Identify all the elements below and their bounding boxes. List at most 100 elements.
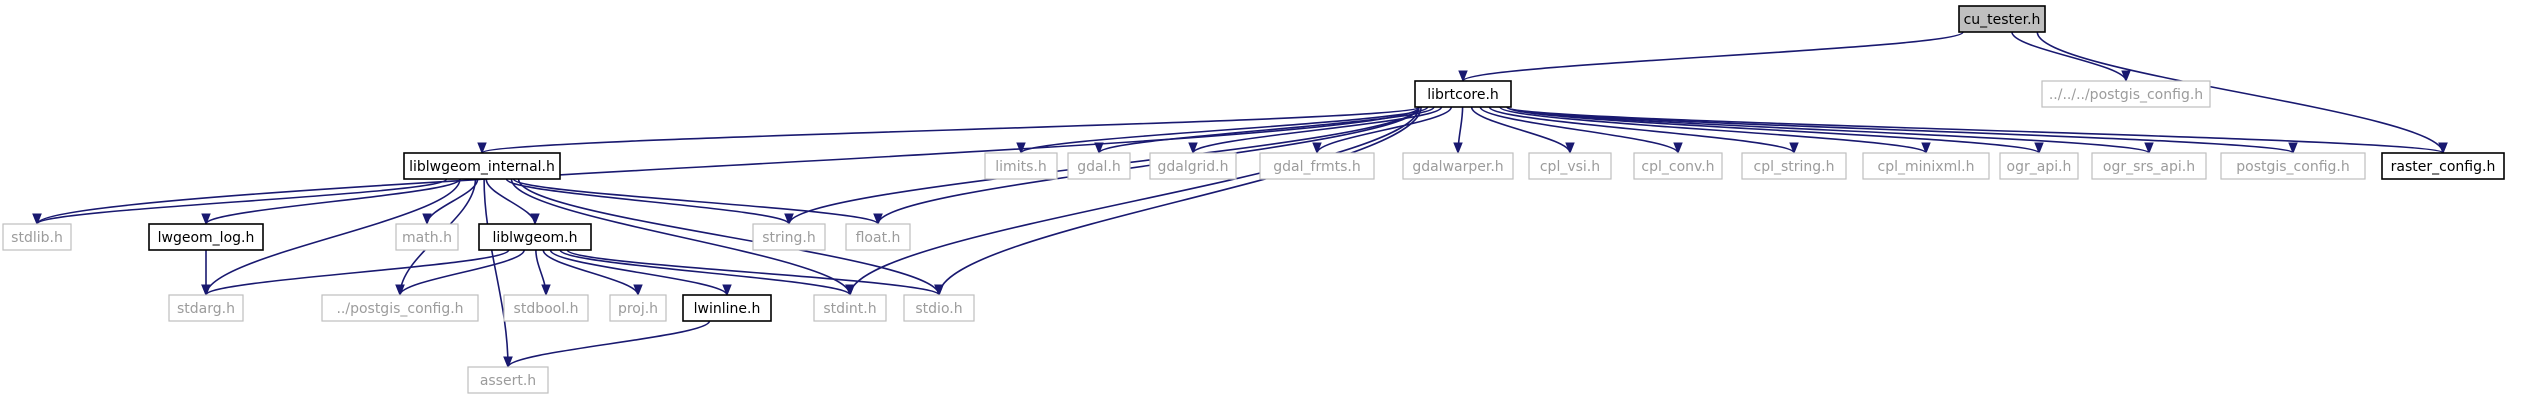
node-label: lwgeom_log.h bbox=[158, 230, 255, 246]
edge-line bbox=[1488, 106, 1795, 154]
edge-librtcore-to-gdal bbox=[1094, 106, 1435, 155]
edge-librtcore-to-gdalwarper bbox=[1453, 106, 1464, 155]
edge-arrowhead bbox=[201, 213, 211, 226]
edge-arrowhead bbox=[1453, 142, 1463, 155]
node-box bbox=[478, 223, 592, 251]
edge-librtcore-to-cpl_conv bbox=[1479, 106, 1683, 155]
edge-librtcore-to-liblwgeom_internal bbox=[477, 106, 1420, 155]
node-raster-config[interactable]: raster_config.h bbox=[2381, 152, 2505, 180]
node-lwgeom-log[interactable]: lwgeom_log.h bbox=[148, 223, 264, 251]
edge-liblwgeom-to-stdarg bbox=[201, 249, 510, 297]
node-stdarg: stdarg.h bbox=[168, 294, 244, 322]
node-label: librtcore.h bbox=[1427, 87, 1499, 103]
edge-arrowhead bbox=[1673, 142, 1683, 155]
edge-arrowhead bbox=[1921, 142, 1931, 155]
node-ogr-srs-api: ogr_srs_api.h bbox=[2091, 152, 2207, 180]
node-label: lwinline.h bbox=[694, 301, 761, 317]
node-label: gdalwarper.h bbox=[1412, 159, 1503, 175]
edge-line bbox=[2036, 31, 2444, 154]
edge-librtcore-to-ogr_srs_api bbox=[1506, 106, 2154, 155]
edge-liblwgeom_internal-to-assert bbox=[483, 178, 513, 369]
node-lwinline[interactable]: lwinline.h bbox=[682, 294, 772, 322]
node-limits: limits.h bbox=[984, 152, 1058, 180]
node-cpl-vsi: cpl_vsi.h bbox=[1528, 152, 1612, 180]
node-postgis-config: postgis_config.h bbox=[2220, 152, 2366, 180]
edge-arrowhead bbox=[201, 284, 211, 297]
edge-arrowhead bbox=[1789, 142, 1799, 155]
node-liblwgeom-internal[interactable]: liblwgeom_internal.h bbox=[403, 152, 561, 180]
node-label: assert.h bbox=[480, 373, 536, 389]
node-box bbox=[1999, 152, 2079, 180]
node-box bbox=[403, 152, 561, 180]
edge-arrowhead bbox=[2144, 142, 2154, 155]
edge-lwinline-to-assert bbox=[503, 320, 711, 369]
edge-librtcore-to-cpl_minixml bbox=[1499, 106, 1931, 155]
node-cu-tester[interactable]: cu_tester.h bbox=[1958, 5, 2046, 33]
edge-line bbox=[1462, 31, 1964, 82]
edge-liblwgeom-to-stdbool bbox=[535, 249, 551, 297]
edge-line bbox=[399, 249, 525, 296]
node-math: math.h bbox=[395, 223, 459, 251]
node-label: liblwgeom.h bbox=[492, 230, 577, 246]
node-box bbox=[682, 294, 772, 322]
edge-line bbox=[1506, 106, 2444, 154]
node-gdalgrid: gdalgrid.h bbox=[1149, 152, 1237, 180]
node-gdal-frmts: gdal_frmts.h bbox=[1259, 152, 1375, 180]
node-stdlib: stdlib.h bbox=[2, 223, 72, 251]
node-stdint: stdint.h bbox=[813, 294, 887, 322]
node-label: ogr_api.h bbox=[2007, 159, 2072, 175]
edge-line bbox=[517, 178, 940, 296]
edge-line bbox=[938, 106, 1422, 296]
node-box bbox=[1149, 152, 1237, 180]
edge-arrowhead bbox=[784, 213, 794, 226]
node-box bbox=[1414, 80, 1512, 108]
edge-line bbox=[1098, 106, 1435, 154]
edge-cu_tester-to-postgis_config_rel bbox=[2011, 31, 2131, 83]
node-label: ogr_srs_api.h bbox=[2103, 159, 2195, 175]
edge-arrowhead bbox=[1016, 142, 1026, 155]
node-label: cpl_minixml.h bbox=[1878, 159, 1975, 175]
node-string: string.h bbox=[752, 223, 826, 251]
node-label: string.h bbox=[762, 230, 816, 246]
node-box bbox=[503, 294, 589, 322]
node-label: gdalgrid.h bbox=[1158, 159, 1229, 175]
node-proj: proj.h bbox=[609, 294, 667, 322]
node-box bbox=[1402, 152, 1514, 180]
node-box bbox=[2041, 80, 2211, 108]
node-box bbox=[1528, 152, 1612, 180]
edge-arrowhead bbox=[422, 213, 432, 226]
edge-line bbox=[2011, 31, 2127, 82]
node-assert: assert.h bbox=[467, 366, 549, 394]
node-label: limits.h bbox=[995, 159, 1046, 175]
node-librtcore[interactable]: librtcore.h bbox=[1414, 80, 1512, 108]
node-box bbox=[1741, 152, 1847, 180]
node-cpl-minixml: cpl_minixml.h bbox=[1862, 152, 1990, 180]
node-box bbox=[1958, 5, 2046, 33]
node-box bbox=[1067, 152, 1131, 180]
node-postgis-config-up: ../postgis_config.h bbox=[321, 294, 479, 322]
edge-cu_tester-to-librtcore bbox=[1458, 31, 1964, 83]
edge-line bbox=[483, 178, 509, 368]
node-label: stdio.h bbox=[915, 301, 962, 317]
node-label: gdal_frmts.h bbox=[1273, 159, 1360, 175]
edge-liblwgeom-to-lwinline bbox=[549, 249, 732, 297]
node-box bbox=[609, 294, 667, 322]
edge-line bbox=[877, 106, 1420, 225]
edge-arrowhead bbox=[1094, 142, 1104, 155]
edge-librtcore-to-cpl_string bbox=[1488, 106, 1799, 155]
node-box bbox=[168, 294, 244, 322]
edge-line bbox=[36, 178, 448, 225]
edge-liblwgeom-to-proj bbox=[542, 249, 643, 297]
edge-arrowhead bbox=[934, 284, 944, 297]
edge-liblwgeom_internal-to-string bbox=[505, 178, 794, 226]
edge-line bbox=[549, 249, 728, 296]
edge-line bbox=[566, 249, 940, 296]
node-label: float.h bbox=[856, 230, 901, 246]
node-box bbox=[395, 223, 459, 251]
node-cpl-conv: cpl_conv.h bbox=[1633, 152, 1723, 180]
edge-line bbox=[559, 249, 851, 296]
node-liblwgeom[interactable]: liblwgeom.h bbox=[478, 223, 592, 251]
edge-arrowhead bbox=[2438, 142, 2448, 155]
node-stdio: stdio.h bbox=[903, 294, 975, 322]
